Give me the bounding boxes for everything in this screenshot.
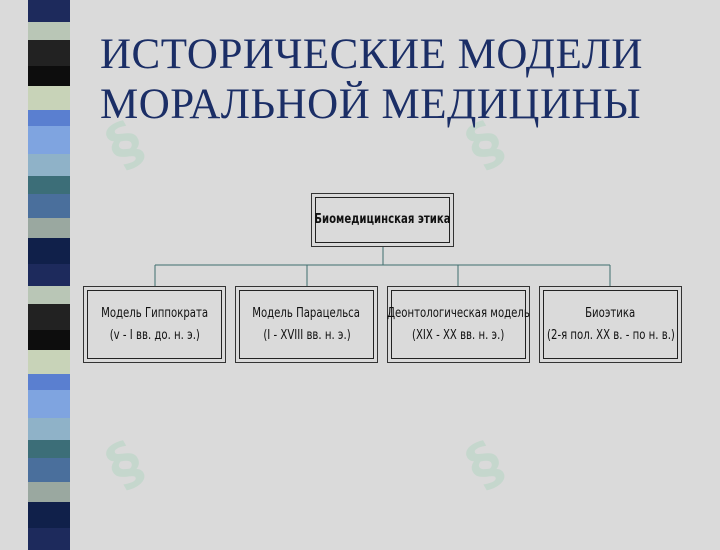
diagram-root-label: Биомедицинская этика	[314, 212, 451, 227]
stripe-segment	[28, 350, 70, 374]
stripe-segment	[28, 238, 70, 264]
diagram-child-box-3: Деонтологическая модель (XIX - XX вв. н.…	[387, 286, 530, 363]
diagram-child-name: Биоэтика	[585, 305, 636, 321]
diagram-child-name: Модель Гиппократа	[100, 305, 209, 321]
diagram-child-box-2: Модель Парацельса (I - XVIII вв. н. э.)	[235, 286, 378, 363]
stripe-segment	[28, 22, 70, 40]
slide-title-line-1: ИСТОРИЧЕСКИЕ МОДЕЛИ	[100, 31, 643, 78]
diagram-child-period: (v - I вв. до. н. э.)	[109, 327, 200, 343]
diagram-child-box-1: Модель Гиппократа (v - I вв. до. н. э.)	[83, 286, 226, 363]
stripe-segment	[28, 110, 70, 126]
diagram-child-period: (I - XVIII вв. н. э.)	[262, 327, 351, 343]
stripe-segment	[28, 440, 70, 458]
stripe-segment	[28, 86, 70, 110]
stripe-segment	[28, 458, 70, 482]
stripe-segment	[28, 374, 70, 390]
stripe-segment	[28, 286, 70, 304]
stripe-segment	[28, 218, 70, 238]
stripe-segment	[28, 66, 70, 86]
stripe-segment	[28, 304, 70, 330]
decorative-stripe	[28, 0, 70, 550]
stripe-segment	[28, 40, 70, 66]
stripe-segment	[28, 418, 70, 440]
stripe-segment	[28, 194, 70, 218]
stripe-segment	[28, 154, 70, 176]
stripe-segment	[28, 502, 70, 528]
diagram-root-box: Биомедицинская этика	[311, 193, 454, 247]
stripe-segment	[28, 264, 70, 286]
diagram-child-period: (XIX - XX вв. н. э.)	[412, 327, 505, 343]
slide-title-line-2: МОРАЛЬНОЙ МЕДИЦИНЫ	[100, 81, 642, 128]
diagram-child-box-4: Биоэтика (2-я пол. XX в. - по н. в.)	[539, 286, 682, 363]
stripe-segment	[28, 0, 70, 22]
stripe-segment	[28, 390, 70, 418]
stripe-segment	[28, 330, 70, 350]
stripe-segment	[28, 126, 70, 154]
stripe-segment	[28, 176, 70, 194]
diagram-child-name: Модель Парацельса	[252, 305, 361, 321]
slide-title: ИСТОРИЧЕСКИЕ МОДЕЛИ МОРАЛЬНОЙ МЕДИЦИНЫ	[100, 30, 700, 130]
diagram-child-period: (2-я пол. XX в. - по н. в.)	[546, 327, 675, 343]
stripe-segment	[28, 482, 70, 502]
diagram-child-name: Деонтологическая модель	[387, 305, 530, 321]
